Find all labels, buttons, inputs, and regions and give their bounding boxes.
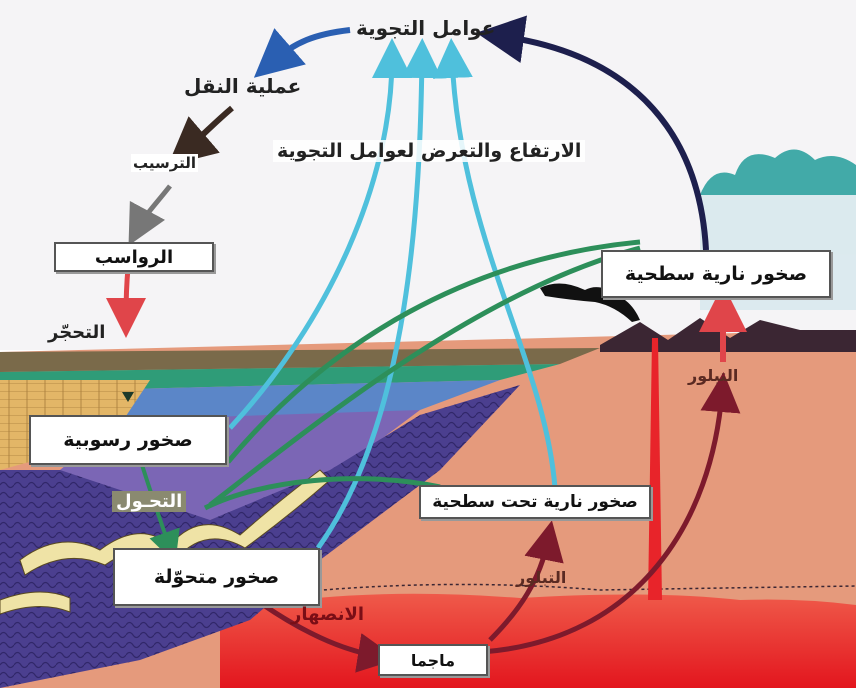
weathering-label: عوامل التجوية [356, 16, 496, 40]
crystallization-bottom-label: التبلور [516, 568, 567, 587]
crystallization-right-label: التبلور [688, 366, 739, 385]
uplift-arrow-2 [315, 38, 442, 550]
extrusive-to-sedimentary-arrow [226, 239, 641, 464]
intrusive-igneous-box: صخور نارية تحت سطحية [419, 485, 651, 519]
transport-label: عملية النقل [184, 74, 302, 98]
melting-label: الانصهار [291, 604, 365, 625]
intrusive-to-metamorphism-arrow [203, 476, 441, 511]
metamorphic-rocks-box: صخور متحوّلة [113, 548, 320, 606]
top-layer [0, 348, 600, 372]
metamorphism-label: التحـول [112, 491, 187, 512]
mountains [600, 318, 856, 352]
extrusive-to-weathering-arrow [476, 15, 709, 251]
volcano-smoke [540, 283, 640, 322]
deposition-to-sediments-arrow [128, 184, 172, 246]
magma-box: ماجما [378, 644, 488, 676]
sedimentary-rocks-box: صخور رسوبية [29, 415, 227, 465]
volcanic-conduit [648, 338, 662, 600]
magma-to-intrusive-arrow [488, 520, 564, 642]
layer-marker [122, 392, 134, 402]
lithification-label: التحجّر [48, 322, 106, 343]
melting-arrow [260, 601, 398, 673]
transport-to-deposition-arrow [167, 105, 234, 166]
deposition-label: الترسيب [131, 154, 198, 172]
uplift-arrow-3 [432, 38, 558, 489]
sediments-box: الرواسب [54, 242, 214, 272]
sedimentary-to-metamorphism-arrow [208, 245, 641, 507]
uplift-label: الارتفاع والتعرض لعوامل التجوية [273, 140, 586, 162]
uplift-arrow-1 [228, 38, 412, 430]
extrusive-igneous-box: صخور نارية سطحية [601, 250, 831, 298]
sediments-to-lithification-arrow [106, 267, 147, 338]
weathering-to-transport-arrow [253, 27, 351, 78]
magma-to-crystallization-arrow [481, 372, 741, 655]
